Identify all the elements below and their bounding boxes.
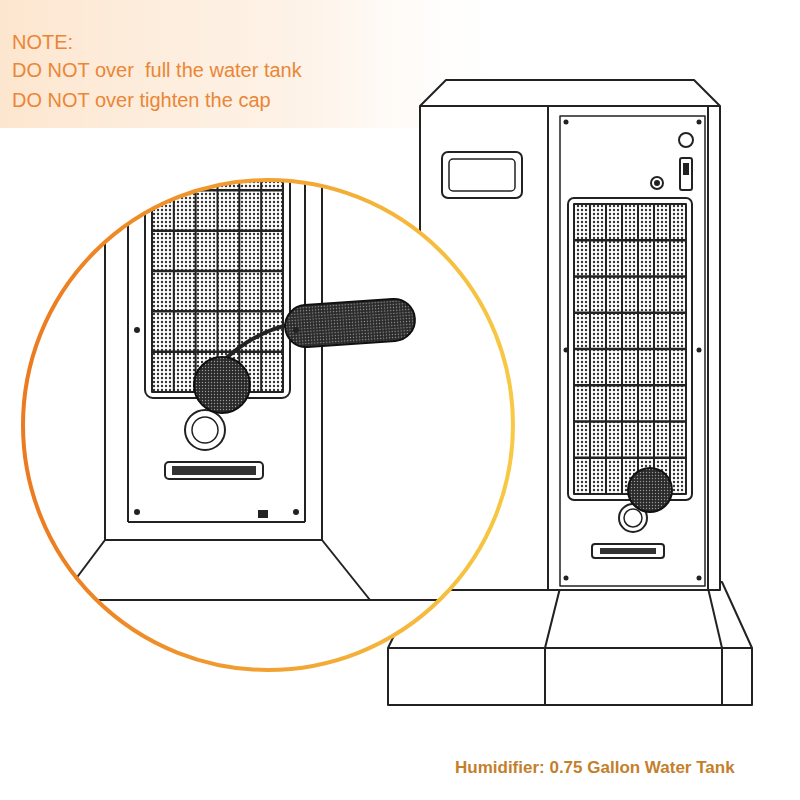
latch: [258, 510, 268, 518]
grille-bar: [574, 384, 686, 387]
grille-bar: [152, 310, 283, 313]
body-edge: [420, 105, 720, 107]
screw: [564, 348, 569, 353]
grille-bar: [152, 350, 283, 353]
handle-slot: [449, 159, 515, 191]
grille-frame: [568, 198, 692, 500]
screw: [564, 120, 569, 125]
screw: [697, 120, 702, 125]
water-window: [172, 466, 256, 475]
base-edge: [544, 648, 546, 705]
warning-note: DO NOT over full the water tank: [12, 58, 302, 82]
capacity-caption: Humidifier: 0.75 Gallon Water Tank: [455, 758, 735, 778]
warning-note: DO NOT over tighten the cap: [12, 88, 271, 112]
panel-edge: [128, 521, 305, 523]
grille-bar: [152, 189, 283, 192]
indicator-light: [679, 133, 693, 147]
screw: [564, 576, 569, 581]
tank-cap: [628, 468, 672, 512]
water-window: [165, 462, 263, 479]
grille-bar: [574, 457, 686, 460]
grille-bar: [574, 420, 686, 423]
zoom-ring: [23, 180, 513, 670]
panel-edge: [104, 150, 106, 540]
power-switch: [680, 158, 692, 190]
grille-mesh: [574, 204, 686, 494]
grille-bar: [574, 239, 686, 242]
base-edge: [721, 648, 723, 705]
grille: [574, 204, 686, 494]
panel-edge: [127, 150, 129, 522]
heater-base: [388, 582, 752, 705]
screw: [293, 509, 299, 515]
knob-small: [651, 177, 663, 189]
base-edge: [60, 540, 105, 600]
screw: [134, 327, 140, 333]
base-edge: [708, 588, 722, 648]
body-edge: [707, 106, 709, 590]
note-heading: NOTE:: [12, 30, 73, 54]
base-edge: [545, 588, 560, 648]
grille-bar: [574, 348, 686, 351]
cap-tether: [222, 324, 292, 362]
knob-small: [655, 181, 659, 185]
grille-bar: [574, 275, 686, 278]
screw: [293, 327, 299, 333]
grille-bar: [152, 270, 283, 273]
grille-bar: [152, 229, 283, 232]
base-edge: [40, 599, 500, 601]
zoom-detail: [23, 150, 513, 670]
screws: [564, 120, 702, 581]
base-edge: [388, 647, 752, 649]
base-edge: [322, 540, 370, 600]
screw: [697, 348, 702, 353]
tank-cap: [194, 357, 250, 413]
water-window: [592, 544, 664, 558]
panel-edge: [105, 539, 322, 541]
screw: [697, 576, 702, 581]
power-switch: [683, 163, 689, 175]
screw: [134, 509, 140, 515]
screws: [134, 327, 299, 515]
fill-hole: [624, 509, 642, 527]
front-panel: [560, 116, 705, 586]
body-edge: [547, 106, 549, 590]
water-window: [600, 548, 656, 554]
fill-hole: [192, 417, 218, 443]
grille-bar: [574, 312, 686, 315]
humidifier-wick: [284, 298, 417, 349]
handle-slot: [442, 152, 522, 198]
fill-hole: [185, 410, 225, 450]
